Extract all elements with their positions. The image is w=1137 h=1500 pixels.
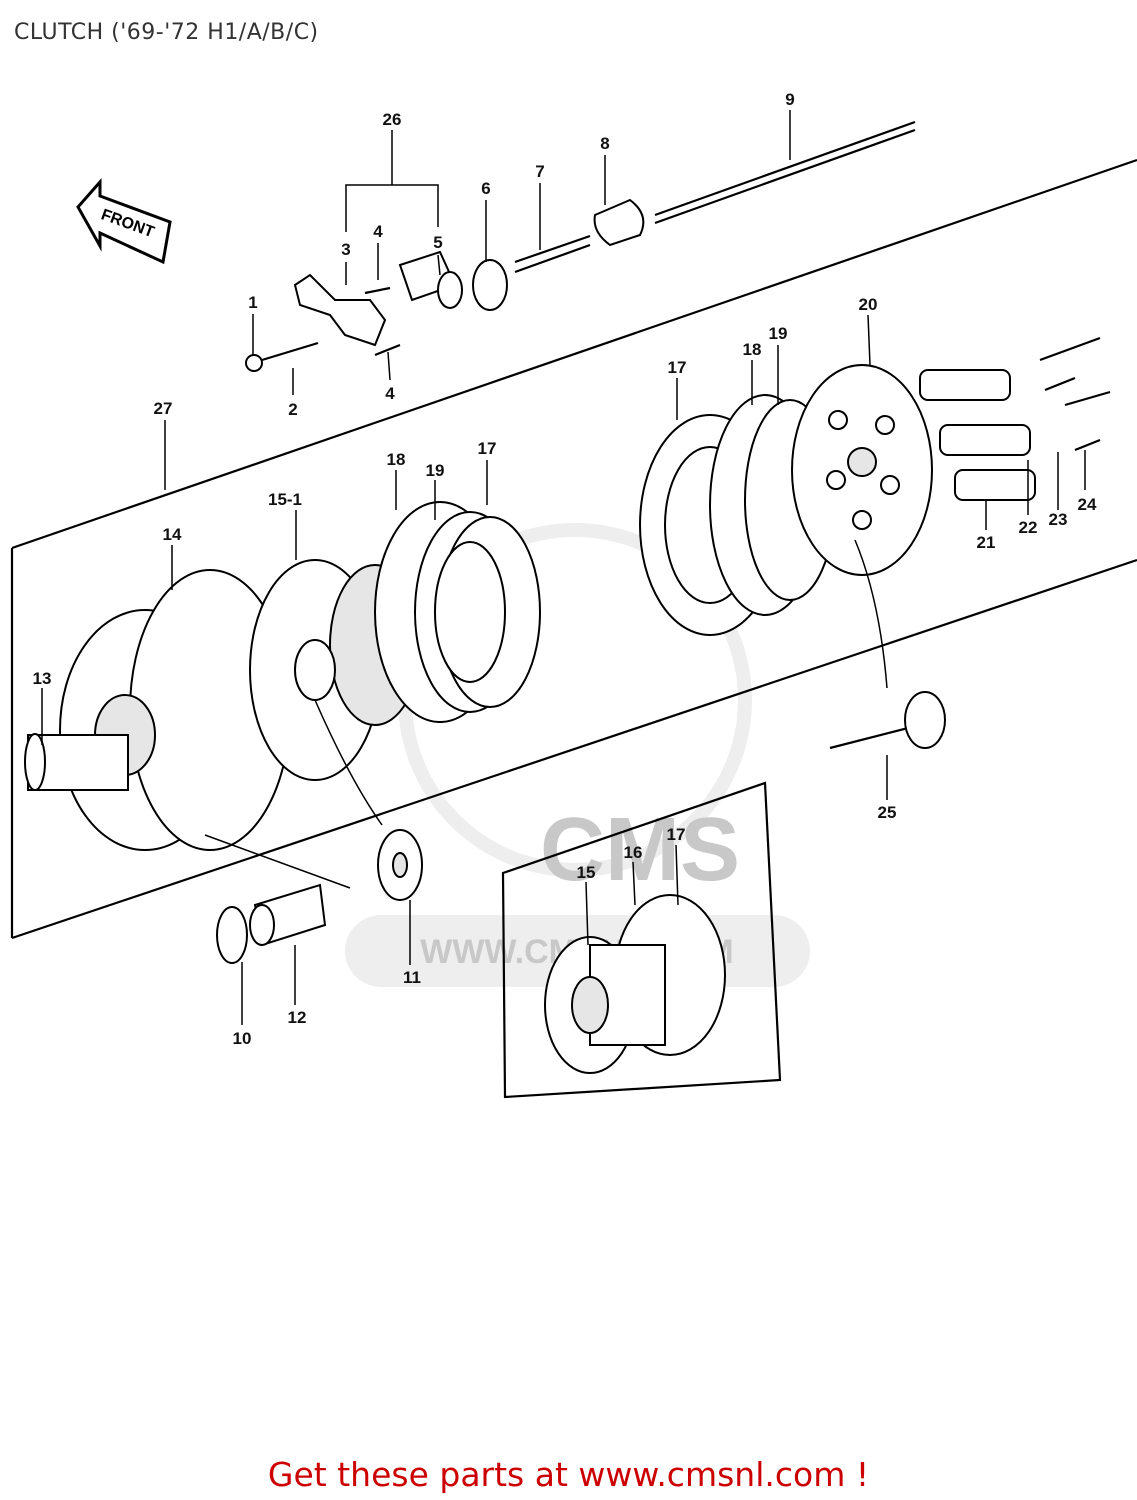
callout-10: 10 [233, 1029, 252, 1048]
callout-8: 8 [600, 134, 609, 153]
callout-13: 13 [33, 669, 52, 688]
callout-16: 16 [624, 843, 643, 862]
friction-plates-right [639, 394, 836, 636]
callout-18-left: 18 [387, 450, 406, 469]
pushrod [829, 539, 946, 750]
page-title: CLUTCH ('69-'72 H1/A/B/C) [14, 20, 319, 45]
callout-5: 5 [433, 233, 442, 252]
callout-15: 15 [577, 863, 596, 882]
callout-21: 21 [977, 533, 996, 552]
friction-plates-left [374, 501, 541, 723]
clutch-exploded-diagram: WWW.CMSNL.COM CMS FRONT [10, 90, 1137, 1099]
callout-6: 6 [481, 179, 490, 198]
pressure-plate [791, 364, 933, 576]
assembly-outline [10, 158, 1137, 940]
callout-19-right: 19 [769, 324, 788, 343]
clutch-housing [24, 569, 291, 851]
callout-17-inset: 17 [667, 825, 686, 844]
callout-20: 20 [859, 295, 878, 314]
front-arrow: FRONT [76, 178, 172, 265]
callout-4-top: 4 [373, 222, 383, 241]
callout-19-left: 19 [426, 461, 445, 480]
springs-and-bolts [919, 336, 1111, 501]
callout-27: 27 [154, 399, 173, 418]
callout-12: 12 [288, 1008, 307, 1027]
callout-15-1: 15-1 [268, 490, 302, 509]
callout-17-right: 17 [668, 358, 687, 377]
inset-hub [544, 894, 726, 1074]
callout-22: 22 [1019, 518, 1038, 537]
release-lever-group [245, 120, 916, 372]
callout-1: 1 [248, 293, 257, 312]
callout-18-right: 18 [743, 340, 762, 359]
washers-collar [204, 699, 423, 964]
inset-outline [501, 781, 782, 1099]
callout-7: 7 [535, 162, 544, 181]
callout-9: 9 [785, 90, 794, 109]
callout-4-bottom: 4 [385, 384, 395, 403]
callout-labels: 26 3 4 5 6 7 8 9 1 2 4 27 14 13 15-1 18 … [33, 90, 1097, 1048]
callout-14: 14 [163, 525, 182, 544]
callout-24: 24 [1078, 495, 1097, 514]
callout-3: 3 [341, 240, 350, 259]
callout-23: 23 [1049, 510, 1068, 529]
callout-26: 26 [383, 110, 402, 129]
callout-25: 25 [878, 803, 897, 822]
footer-link[interactable]: Get these parts at www.cmsnl.com ! [267, 1455, 870, 1494]
callout-17-left: 17 [478, 439, 497, 458]
callout-2: 2 [288, 400, 297, 419]
leader-lines [41, 110, 1086, 1025]
callout-11: 11 [403, 968, 421, 987]
